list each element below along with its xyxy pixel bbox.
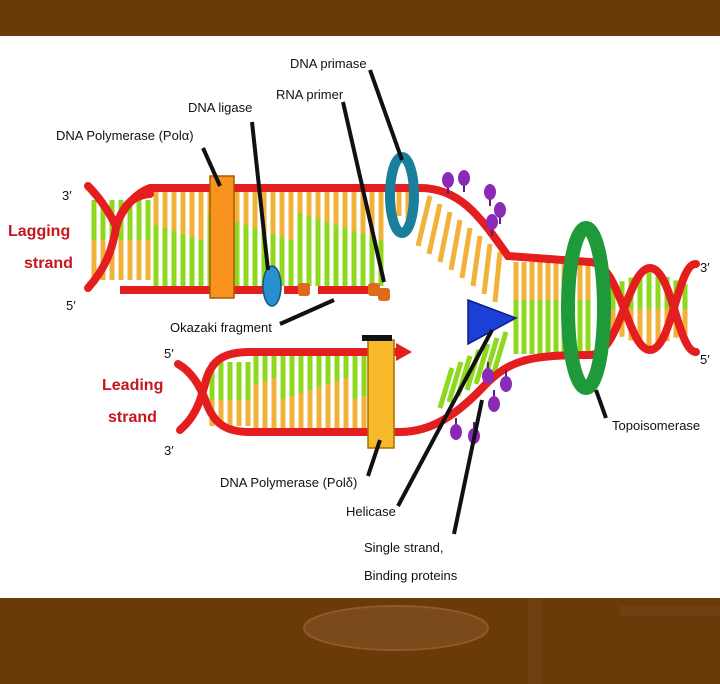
lagging-strand-label-line2: strand — [24, 255, 73, 272]
dna-replication-diagram: DNA primase RNA primer DNA ligase DNA Po… — [0, 36, 720, 598]
parental-3prime-end: 3′ — [700, 260, 710, 275]
dna-ligase — [263, 266, 281, 306]
base-pair-rung — [495, 252, 500, 302]
lagging-3prime-end: 3′ — [62, 188, 72, 203]
dna-polymerase-delta — [368, 340, 394, 448]
base-pair-rung — [473, 236, 480, 286]
polymerase-delta-cap — [362, 335, 392, 341]
helicase — [468, 300, 516, 344]
base-pair-rung — [462, 228, 470, 278]
base-pair-rung — [484, 244, 490, 294]
leading-strand-label-line2: strand — [108, 409, 157, 426]
leading-3prime-end: 3′ — [164, 443, 174, 458]
base-pair-rung — [418, 196, 430, 246]
lagging-strand-label-line1: Lagging — [8, 223, 70, 240]
ssb-protein — [482, 368, 494, 384]
dna-polymerase-alpha — [210, 176, 234, 298]
ssb-label-line1: Single strand, — [364, 540, 444, 555]
ssb-protein — [450, 424, 462, 440]
ssb-protein — [494, 202, 506, 218]
topoisomerase-label: Topoisomerase — [612, 418, 700, 433]
base-pair-rung — [451, 220, 460, 270]
ssb-protein — [486, 214, 498, 230]
ssb-protein — [442, 172, 454, 188]
rna-primer — [378, 288, 390, 301]
rna-primer — [298, 283, 310, 296]
ssb-protein — [458, 170, 470, 186]
ssb-protein — [488, 396, 500, 412]
rna-primer-label: RNA primer — [276, 87, 344, 102]
base-pair-rung — [440, 212, 450, 262]
dna-ligase-label: DNA ligase — [188, 100, 252, 115]
dna-polymerase-alpha-label: DNA Polymerase (Polα) — [56, 128, 194, 143]
background-scale-decoration — [0, 598, 720, 684]
dna-primase-label: DNA primase — [290, 56, 367, 71]
helicase-label: Helicase — [346, 504, 396, 519]
diagram-panel: DNA primase RNA primer DNA ligase DNA Po… — [0, 36, 720, 598]
leading-strand-arrowhead — [396, 343, 412, 361]
leading-strand-label-line1: Leading — [102, 377, 163, 394]
okazaki-fragment-label: Okazaki fragment — [170, 320, 272, 335]
parental-5prime-end: 5′ — [700, 352, 710, 367]
base-pair-rung — [429, 204, 440, 254]
top-bar — [0, 0, 720, 36]
leading-5prime-end: 5′ — [164, 346, 174, 361]
ssb-protein — [500, 376, 512, 392]
lagging-5prime-end: 5′ — [66, 298, 76, 313]
bottom-bar — [0, 598, 720, 684]
dna-primase — [390, 157, 414, 233]
ssb-protein — [484, 184, 496, 200]
ssb-label-line2: Binding proteins — [364, 568, 458, 583]
dna-polymerase-delta-label: DNA Polymerase (Polδ) — [220, 475, 357, 490]
